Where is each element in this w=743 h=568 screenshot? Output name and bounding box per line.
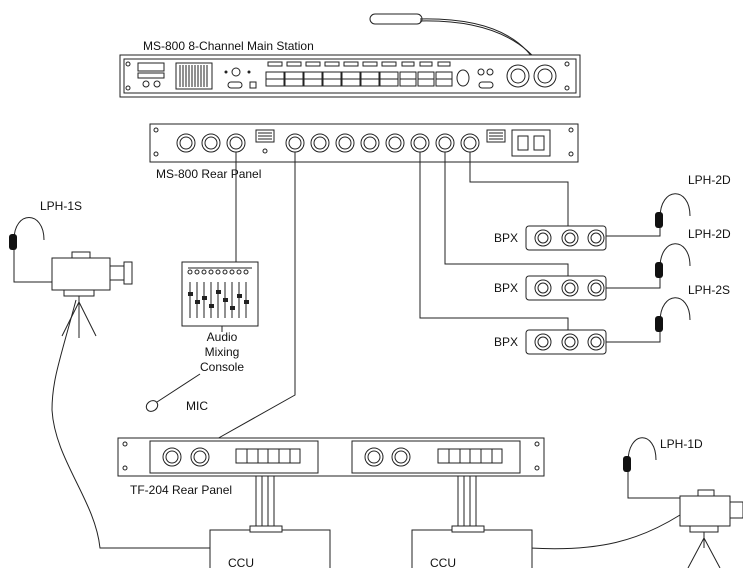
lph-2d-mid-label: LPH-2D — [688, 227, 731, 241]
lph-1d-label: LPH-1D — [660, 437, 703, 451]
console-label-line2: Mixing — [205, 345, 240, 359]
power-inlet-icon — [511, 129, 551, 157]
ccu-right-label: CCU — [430, 556, 456, 568]
camera-left-icon — [51, 251, 133, 338]
wiring — [13, 152, 681, 550]
headset-lph-1s-icon — [9, 217, 45, 250]
main-station-title: MS-800 8-Channel Main Station — [143, 39, 314, 53]
ccu-left-label: CCU — [228, 556, 254, 568]
bpx-beltpack-2 — [525, 275, 607, 301]
headset-lph-2d-mid-icon — [655, 243, 691, 278]
speaker-grille-icon — [175, 62, 213, 90]
lph-2d-top-label: LPH-2D — [688, 173, 731, 187]
ms800-rear-panel — [149, 123, 579, 163]
headset-lph-2d-top-icon — [655, 193, 691, 228]
rear-panel-label: MS-800 Rear Panel — [156, 167, 261, 181]
camera-right-icon — [679, 489, 743, 568]
headset-xlr-jack-icon — [506, 64, 530, 88]
ccu-left — [209, 525, 331, 568]
bpx-3-label: BPX — [494, 335, 518, 349]
mic-label: MIC — [186, 399, 208, 413]
bpx-beltpack-1 — [525, 225, 607, 251]
lph-2s-label: LPH-2S — [688, 283, 730, 297]
headset-lph-1d-icon — [623, 437, 657, 472]
audio-mixing-console-icon — [181, 261, 259, 327]
ccu-right — [411, 525, 533, 568]
tf204-label: TF-204 Rear Panel — [130, 483, 232, 497]
rear-xlr-connectors — [176, 133, 480, 153]
lph-1s-label: LPH-1S — [40, 199, 82, 213]
bpx-beltpack-3 — [525, 329, 607, 355]
headset-lph-2s-icon — [655, 297, 691, 332]
tf204-rear-panel — [117, 437, 545, 477]
mic-xlr-jack-icon — [533, 64, 557, 88]
main-station-front-panel — [119, 54, 581, 98]
handheld-mic-icon — [145, 373, 201, 412]
console-label-line3: Console — [200, 360, 244, 374]
console-label-line1: Audio — [207, 330, 238, 344]
bpx-2-label: BPX — [494, 281, 518, 295]
bpx-1-label: BPX — [494, 231, 518, 245]
channel-keys — [265, 61, 453, 87]
